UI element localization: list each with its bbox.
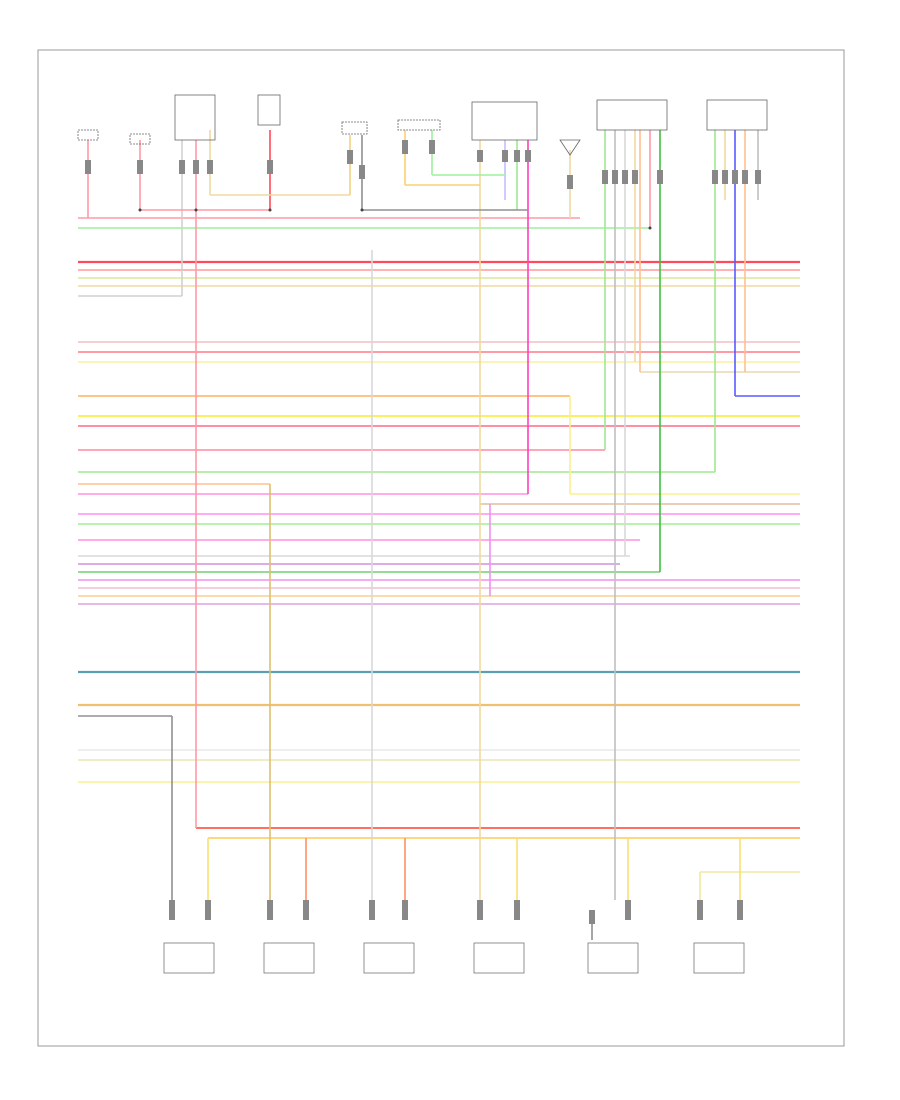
fuel-pump-control-module xyxy=(471,101,538,141)
horizontal-buses xyxy=(78,217,800,873)
seat-heater-6 xyxy=(693,942,745,974)
top-connectors xyxy=(85,140,761,189)
passenger-occupancy-sensor xyxy=(397,119,441,131)
seat-heater-1 xyxy=(163,942,215,974)
left-lower-switch xyxy=(129,133,151,145)
seat-heater-2 xyxy=(263,942,315,974)
left-stalk-switch xyxy=(257,94,281,126)
brake-light-switch xyxy=(174,94,216,141)
rear-door-control-module xyxy=(77,129,99,141)
diagram-frame xyxy=(37,49,845,1047)
junction-dots xyxy=(138,208,652,230)
right-sensor xyxy=(559,139,581,156)
component-module-b xyxy=(706,99,768,131)
seat-heater-5 xyxy=(587,942,639,974)
bottom-components xyxy=(163,942,745,974)
seat-heater-4 xyxy=(473,942,525,974)
component-module-a xyxy=(596,99,668,131)
bottom-connectors xyxy=(169,900,743,924)
seat-heater-3 xyxy=(363,942,415,974)
top-components xyxy=(77,94,768,156)
climate-control-module xyxy=(341,121,368,135)
